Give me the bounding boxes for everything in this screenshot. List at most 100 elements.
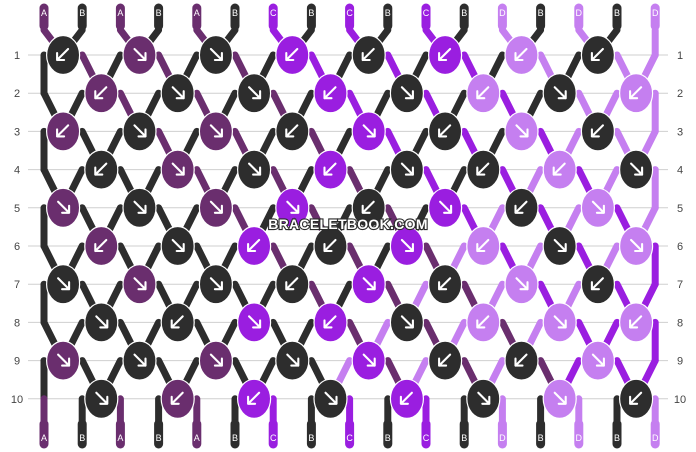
knot	[160, 73, 195, 114]
knot	[84, 225, 119, 267]
string-letter-top: B	[385, 8, 391, 18]
row-label: 9	[14, 356, 20, 368]
knot	[237, 302, 272, 343]
arrow-down-left-icon	[629, 315, 643, 329]
string-letter-top: B	[461, 8, 467, 18]
arrow-down-right-icon	[95, 391, 109, 405]
knot	[351, 111, 386, 152]
row-label: 9	[677, 356, 683, 368]
arrow-down-right-icon	[133, 47, 147, 62]
arrow-down-right-icon	[248, 315, 262, 329]
arrow-down-left-icon	[94, 162, 108, 176]
arrow-down-right-icon	[209, 124, 223, 138]
arrow-down-right-icon	[591, 353, 605, 367]
knot	[198, 34, 233, 76]
knot	[198, 111, 233, 152]
knot	[504, 264, 539, 305]
row-label: 10	[674, 394, 686, 406]
knot	[198, 187, 233, 228]
row-label: 2	[677, 88, 683, 100]
arrow-down-left-icon	[94, 238, 108, 253]
row-label: 2	[14, 88, 20, 100]
arrow-down-left-icon	[438, 277, 452, 291]
knot	[84, 302, 119, 343]
string-letter-bottom: C	[346, 433, 353, 443]
string-letter-top: C	[423, 8, 430, 18]
knot	[84, 149, 119, 190]
site-watermark: BRACELETBOOK.COM	[268, 216, 428, 232]
knot	[389, 73, 424, 114]
arrow-down-right-icon	[362, 277, 376, 291]
arrow-down-left-icon	[590, 277, 604, 291]
arrow-down-left-icon	[247, 391, 261, 405]
arrow-down-left-icon	[56, 47, 70, 62]
knot	[122, 187, 157, 228]
knot	[160, 225, 195, 267]
knot	[542, 149, 577, 190]
knot	[237, 149, 272, 190]
arrow-down-left-icon	[629, 86, 643, 100]
knot	[122, 340, 157, 381]
string-letter-bottom: A	[194, 433, 200, 443]
knot	[428, 264, 463, 305]
knot	[389, 225, 424, 267]
string-letter-top: D	[576, 8, 583, 18]
arrow-down-right-icon	[57, 200, 71, 214]
row-label: 6	[14, 241, 20, 253]
arrow-down-left-icon	[285, 124, 299, 138]
knot	[237, 378, 272, 419]
knot	[428, 187, 463, 228]
arrow-down-right-icon	[477, 391, 491, 405]
arrow-down-right-icon	[362, 353, 376, 367]
knot	[198, 264, 233, 305]
string-letter-top: A	[117, 8, 123, 18]
arrow-down-right-icon	[248, 162, 262, 176]
arrow-down-left-icon	[323, 162, 337, 176]
knot	[45, 340, 81, 381]
knot	[351, 34, 386, 76]
knot	[275, 187, 310, 228]
arrow-down-right-icon	[286, 353, 300, 367]
knot	[504, 34, 539, 76]
string-letter-bottom: B	[232, 433, 238, 443]
arrow-down-right-icon	[171, 238, 185, 253]
string-letter-bottom: D	[576, 433, 583, 443]
knot	[580, 111, 616, 152]
knot	[313, 225, 348, 267]
arrow-down-right-icon	[57, 353, 71, 367]
row-label: 6	[677, 241, 683, 253]
row-label: 1	[677, 50, 683, 62]
knot	[618, 225, 654, 267]
string-letter-top: A	[41, 8, 47, 18]
arrow-down-right-icon	[553, 86, 567, 100]
arrow-down-left-icon	[361, 200, 375, 214]
knot	[351, 264, 386, 305]
arrow-down-left-icon	[94, 86, 108, 100]
string-letter-bottom: B	[614, 433, 620, 443]
knot	[275, 111, 310, 152]
arrow-down-right-icon	[553, 315, 567, 329]
arrow-down-right-icon	[171, 162, 185, 176]
string-letter-bottom: D	[499, 433, 506, 443]
arrow-down-right-icon	[209, 353, 223, 367]
arrow-down-right-icon	[209, 277, 223, 291]
row-label: 5	[14, 203, 20, 215]
arrow-down-right-icon	[630, 238, 644, 253]
arrow-down-right-icon	[248, 86, 262, 100]
knot	[428, 34, 463, 76]
string-letter-bottom: B	[385, 433, 391, 443]
arrow-down-left-icon	[590, 47, 604, 62]
arrow-down-right-icon	[209, 200, 223, 214]
knot	[580, 34, 616, 76]
knot	[84, 73, 119, 114]
row-label: 3	[677, 126, 683, 138]
arrow-down-right-icon	[57, 277, 71, 291]
string-letter-top: B	[308, 8, 314, 18]
knot	[504, 187, 539, 228]
arrow-down-left-icon	[285, 277, 299, 291]
knot	[466, 302, 501, 343]
arrow-down-right-icon	[133, 200, 147, 214]
string-letter-bottom: A	[41, 433, 47, 443]
arrow-down-left-icon	[323, 315, 337, 329]
